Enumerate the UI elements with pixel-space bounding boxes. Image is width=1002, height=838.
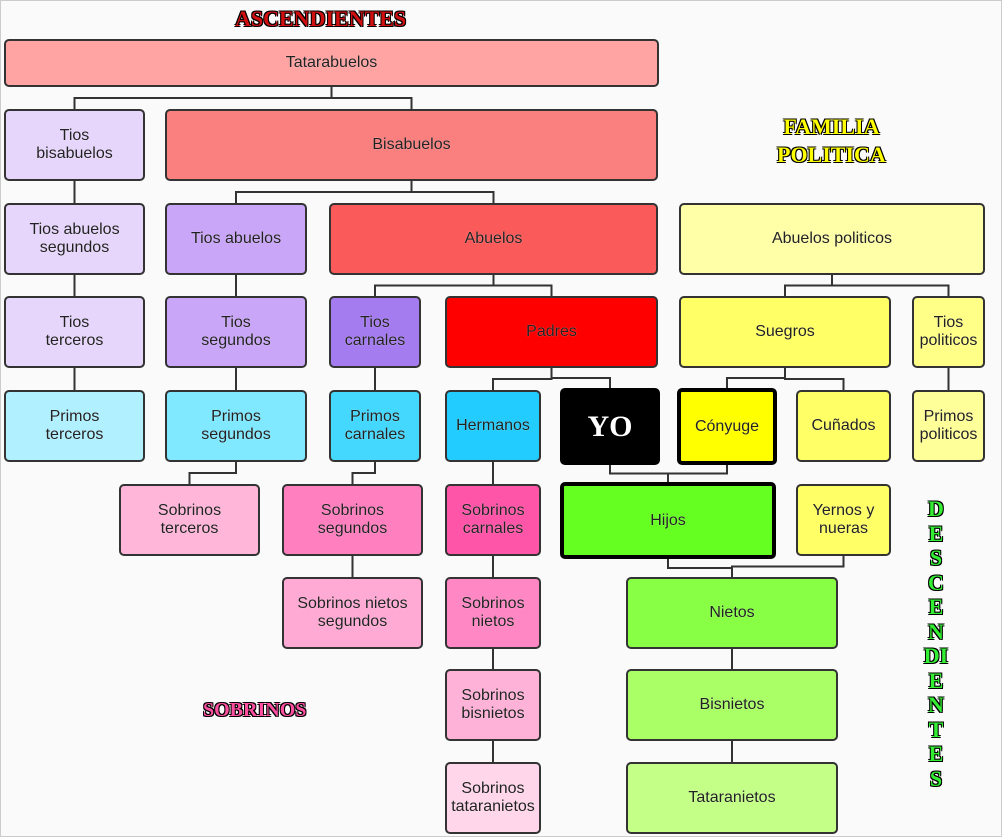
node-cunados: Cuñados — [796, 390, 891, 462]
connector-padres-hermanos — [492, 368, 553, 390]
connector-yernos-y-nueras-nietos — [731, 556, 845, 577]
node-bisnietos: Bisnietos — [626, 669, 838, 741]
node-sobrinos-nietos: Sobrinos nietos — [445, 577, 541, 649]
node-nietos: Nietos — [626, 577, 838, 649]
connector-tatarabuelos-bisabuelos — [330, 87, 413, 109]
node-sobrinos-tataranietos: Sobrinos tataranietos — [445, 762, 541, 834]
node-primos-terceros: Primos terceros — [4, 390, 145, 462]
node-sobrinos-nietos-segundos: Sobrinos nietos segundos — [282, 577, 423, 649]
node-yo: YO — [560, 388, 660, 465]
connector-suegros-conyuge — [726, 368, 786, 388]
node-tataranietos: Tataranietos — [626, 762, 838, 834]
title-sobrinos: SOBRINOS — [203, 699, 307, 721]
node-tios-politicos: Tios politicos — [912, 296, 985, 368]
connector-bisabuelos-tios-abuelos — [235, 181, 413, 203]
node-padres: Padres — [445, 296, 658, 368]
node-yernos-y-nueras: Yernos y nueras — [796, 484, 891, 556]
title-ascendientes: ASCENDIENTES — [235, 6, 407, 31]
node-sobrinos-carnales: Sobrinos carnales — [445, 484, 541, 556]
node-abuelos: Abuelos — [329, 203, 658, 275]
node-sobrinos-bisnietos: Sobrinos bisnietos — [445, 669, 541, 741]
node-tios-bisabuelos: Tios bisabuelos — [4, 109, 145, 181]
node-tatarabuelos: Tatarabuelos — [4, 39, 659, 87]
node-conyuge: Cónyuge — [677, 388, 777, 465]
connector-primos-carnales-sobrinos-segundos — [351, 462, 376, 484]
node-primos-segundos: Primos segundos — [165, 390, 307, 462]
node-suegros: Suegros — [679, 296, 891, 368]
connector-bisabuelos-abuelos — [410, 181, 495, 203]
connector-primos-segundos-sobrinos-terceros — [188, 462, 237, 484]
node-primos-carnales: Primos carnales — [329, 390, 421, 462]
node-sobrinos-segundos: Sobrinos segundos — [282, 484, 423, 556]
connector-abuelos-politicos-suegros — [784, 275, 833, 296]
connector-conyuge-hijos — [667, 465, 728, 482]
node-tios-segundos: Tios segundos — [165, 296, 307, 368]
node-hermanos: Hermanos — [445, 390, 541, 462]
connector-tatarabuelos-tios-bisabuelos — [73, 87, 333, 109]
node-abuelos-politicos: Abuelos politicos — [679, 203, 985, 275]
node-hijos: Hijos — [560, 482, 776, 559]
connector-suegros-cunados — [784, 368, 845, 390]
node-bisabuelos: Bisabuelos — [165, 109, 658, 181]
connector-abuelos-politicos-tios-politicos — [831, 275, 950, 296]
connector-hijos-nietos — [667, 559, 733, 577]
node-tios-terceros: Tios terceros — [4, 296, 145, 368]
connector-padres-yo — [550, 368, 611, 388]
node-tios-carnales: Tios carnales — [329, 296, 421, 368]
node-tios-abuelos: Tios abuelos — [165, 203, 307, 275]
node-primos-politicos: Primos politicos — [912, 390, 985, 462]
title-familia-politica: FAMILIA POLITICA — [777, 114, 886, 167]
connector-abuelos-padres — [492, 275, 553, 296]
node-tios-abuelos-segundos: Tios abuelos segundos — [4, 203, 145, 275]
node-sobrinos-terceros: Sobrinos terceros — [119, 484, 260, 556]
connector-yo-hijos — [609, 465, 669, 482]
connector-abuelos-tios-carnales — [374, 275, 495, 296]
title-descendientes: DESCENDIENTES — [923, 496, 949, 791]
